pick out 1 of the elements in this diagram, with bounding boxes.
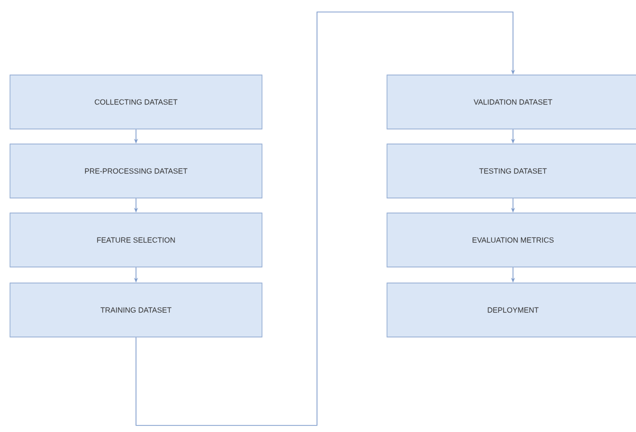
- arrow: [136, 12, 516, 426]
